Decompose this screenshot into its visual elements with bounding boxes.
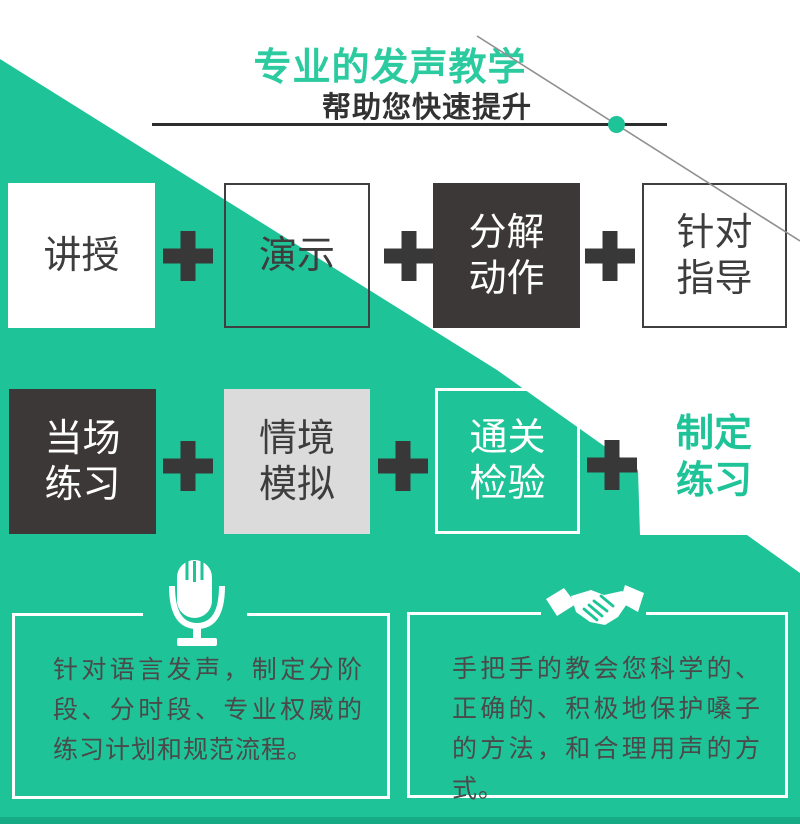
plus-icon bbox=[585, 231, 635, 281]
method-label-custom-practice: 制定 练习 bbox=[666, 411, 762, 505]
page-title: 专业的发声教学 bbox=[253, 47, 527, 89]
method-box-label: 通关 bbox=[469, 417, 546, 459]
handshake-icon bbox=[546, 585, 644, 625]
method-box-label: 动作 bbox=[468, 257, 545, 300]
plus-icon bbox=[163, 441, 213, 491]
card-text: 手把手的教会您科学的、正确的、积极地保护嗓子的方法，和合理用声的方式。 bbox=[452, 655, 761, 803]
method-box-demo: 演示 bbox=[224, 183, 370, 328]
method-box-onsite-practice: 当场 练习 bbox=[9, 389, 156, 534]
method-box-scenario-simulation: 情境 模拟 bbox=[224, 389, 370, 534]
plus-icon bbox=[378, 441, 428, 491]
method-box-label: 针对 bbox=[676, 211, 753, 254]
method-box-pass-check: 通关 检验 bbox=[435, 388, 580, 534]
method-box-label: 检验 bbox=[469, 463, 546, 505]
method-box-label: 指导 bbox=[676, 257, 753, 300]
bottom-dark-strip bbox=[0, 817, 800, 824]
method-box-label: 演示 bbox=[258, 234, 335, 277]
divider-line bbox=[152, 123, 667, 126]
method-box-label: 制定 bbox=[675, 413, 752, 455]
plus-icon bbox=[163, 231, 213, 281]
method-box-label: 模拟 bbox=[258, 463, 335, 506]
plus-icon bbox=[587, 440, 637, 490]
method-box-breakdown: 分解 动作 bbox=[433, 183, 580, 328]
method-box-label: 情境 bbox=[258, 417, 335, 460]
method-box-label: 练习 bbox=[44, 463, 121, 506]
card-text: 针对语言发声，制定分阶段、分时段、专业权威的练习计划和规范流程。 bbox=[53, 656, 363, 764]
method-box-lecture: 讲授 bbox=[8, 183, 155, 328]
method-box-label: 讲授 bbox=[43, 234, 120, 277]
method-box-label: 分解 bbox=[468, 211, 545, 254]
microphone-icon bbox=[169, 560, 225, 646]
method-box-label: 当场 bbox=[44, 417, 121, 460]
divider-dot bbox=[608, 116, 625, 133]
plus-icon bbox=[384, 231, 434, 281]
page-subtitle: 帮助您快速提升 bbox=[321, 92, 532, 124]
method-box-targeted-guidance: 针对 指导 bbox=[642, 183, 787, 328]
info-card-voice-protection: 手把手的教会您科学的、正确的、积极地保护嗓子的方法，和合理用声的方式。 bbox=[407, 611, 788, 803]
info-card-voice-plan: 针对语言发声，制定分阶段、分时段、专业权威的练习计划和规范流程。 bbox=[12, 612, 390, 799]
method-box-label: 练习 bbox=[675, 460, 752, 502]
